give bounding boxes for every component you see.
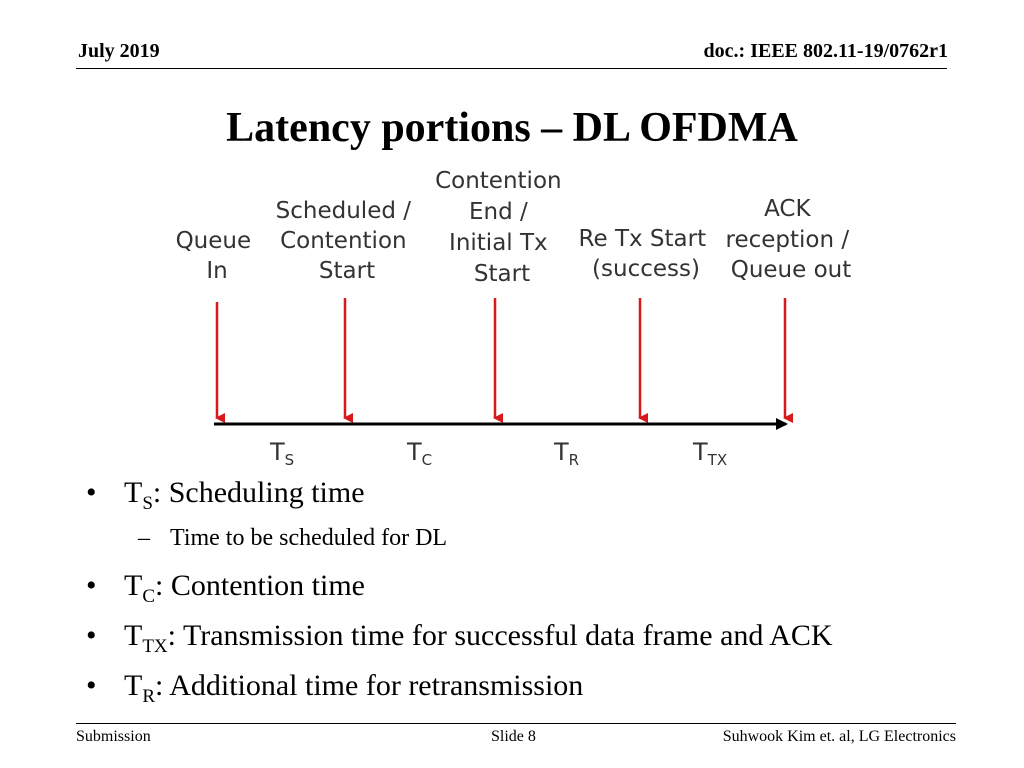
event-label-scheduled-contention-start: Scheduled / Contention Start xyxy=(276,198,419,284)
footer-authors: Suhwook Kim et. al, LG Electronics xyxy=(722,728,956,745)
slide-title: Latency portions – DL OFDMA xyxy=(226,105,798,151)
sub-bullet-marker: – xyxy=(138,525,150,551)
event-label-contention-end-initial-tx-start: Contention End / Initial Tx Start xyxy=(435,168,569,287)
bullet-list: •TS: Scheduling time –Time to be schedul… xyxy=(86,472,986,707)
bullet-ts: •TS: Scheduling time xyxy=(86,476,365,514)
footer-slide-number: Slide 8 xyxy=(491,728,536,745)
interval-label-tc: TC xyxy=(406,438,432,469)
footer-submission: Submission xyxy=(76,728,151,745)
header-divider xyxy=(76,68,947,69)
header-date: July 2019 xyxy=(78,40,160,62)
bullet-tr: •TR: Additional time for retransmission xyxy=(86,669,584,707)
interval-label-ttx: TTX xyxy=(692,438,727,469)
event-label-ack-reception-queue-out: ACK reception / Queue out xyxy=(726,196,857,283)
header-doc-id: doc.: IEEE 802.11-19/0762r1 xyxy=(703,40,948,62)
bullet-ts-detail: –Time to be scheduled for DL xyxy=(138,525,448,551)
bullet-ttx: •TTX: Transmission time for successful d… xyxy=(86,619,833,657)
interval-label-ts: TS xyxy=(269,438,294,469)
bullet-marker: • xyxy=(86,669,97,702)
bullet-marker: • xyxy=(86,619,97,652)
bullet-marker: • xyxy=(86,476,97,509)
event-label-retx-start: Re Tx Start (success) xyxy=(579,226,714,282)
event-label-queue-in: Queue In xyxy=(176,228,259,284)
footer-divider xyxy=(76,723,956,724)
bullet-tc: •TC: Contention time xyxy=(86,569,366,607)
interval-label-tr: TR xyxy=(553,438,579,469)
bullet-marker: • xyxy=(86,569,97,602)
